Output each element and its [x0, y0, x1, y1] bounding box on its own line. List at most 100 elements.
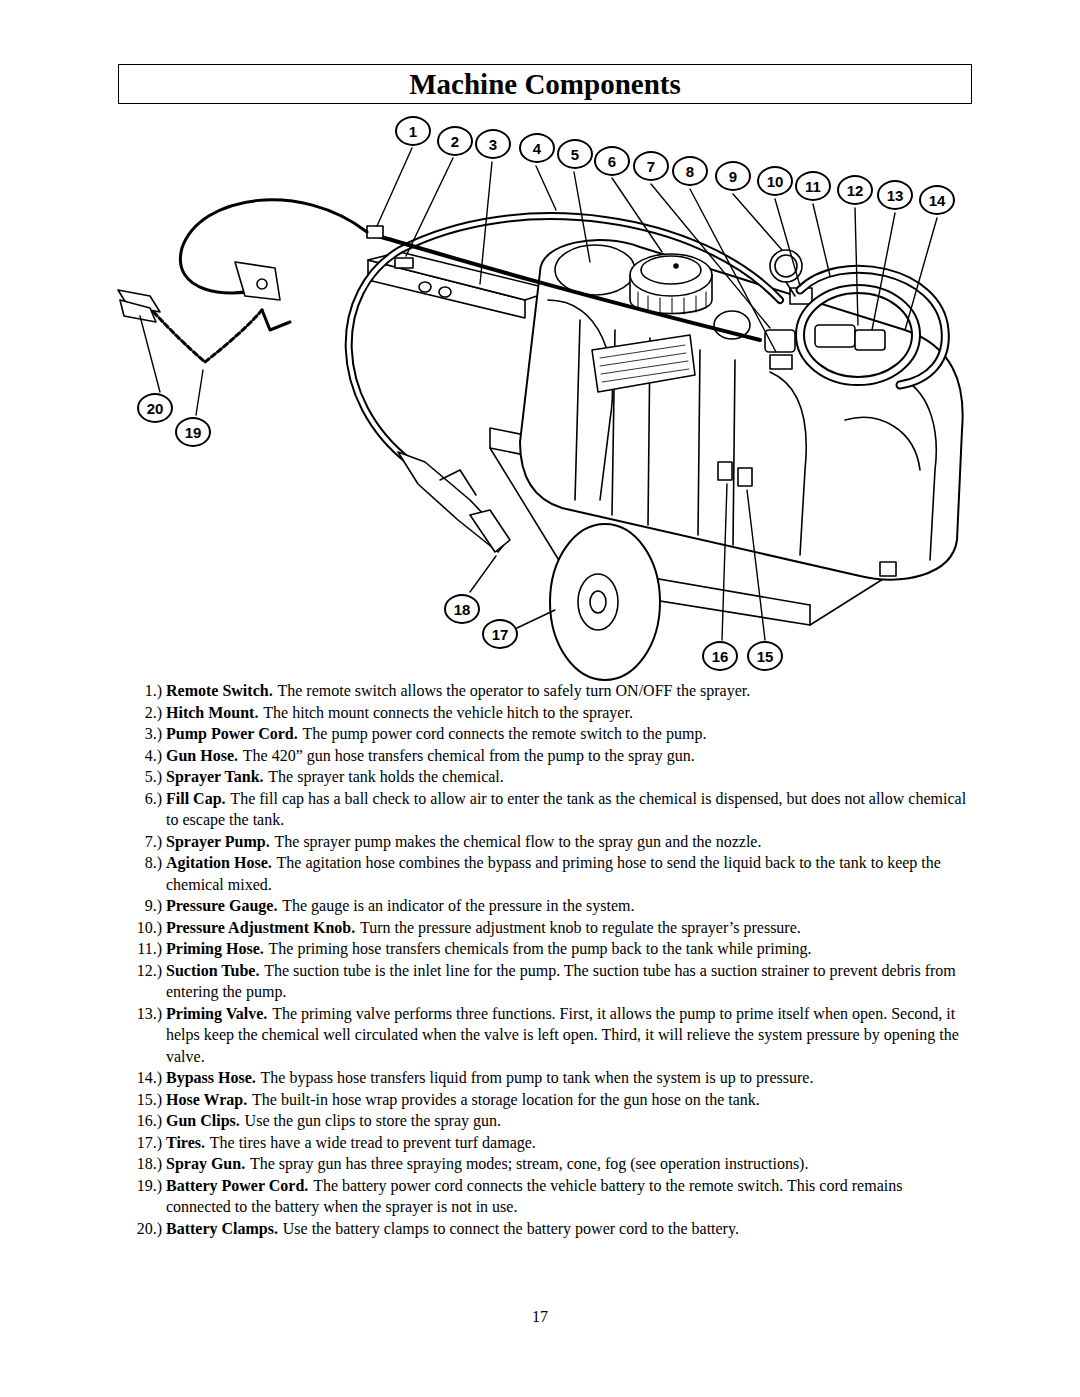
item-number: 4.) [128, 745, 166, 767]
item-body: Sprayer Pump. The sprayer pump makes the … [166, 831, 968, 853]
list-item: 11.)Priming Hose.The priming hose transf… [128, 938, 968, 960]
item-term: Pressure Adjustment Knob. [166, 919, 355, 936]
item-body: Pump Power Cord. The pump power cord conn… [166, 723, 968, 745]
item-term: Sprayer Tank. [166, 768, 264, 785]
callout-number: 12 [837, 175, 873, 205]
item-description: The spray gun has three spraying modes; … [250, 1155, 809, 1172]
list-item: 4.)Gun Hose.The 420” gun hose transfers … [128, 745, 968, 767]
item-term: Bypass Hose. [166, 1069, 256, 1086]
item-description: Turn the pressure adjustment knob to reg… [360, 919, 801, 936]
item-description: Use the battery clamps to connect the ba… [283, 1220, 739, 1237]
list-item: 10.)Pressure Adjustment Knob. Turn the pr… [128, 917, 968, 939]
item-description: Use the gun clips to store the spray gun… [245, 1112, 501, 1129]
item-body: Gun Hose.The 420” gun hose transfers che… [166, 745, 968, 767]
callout-number: 16 [702, 641, 738, 671]
callout-number: 20 [137, 393, 173, 423]
item-number: 9.) [128, 895, 166, 917]
item-body: Tires.The tires have a wide tread to pre… [166, 1132, 968, 1154]
item-term: Agitation Hose. [166, 854, 272, 871]
list-item: 3.)Pump Power Cord. The pump power cord c… [128, 723, 968, 745]
item-body: Hose Wrap.The built-in hose wrap provide… [166, 1089, 968, 1111]
item-description: The bypass hose transfers liquid from pu… [261, 1069, 814, 1086]
item-body: Sprayer Tank.The sprayer tank holds the … [166, 766, 968, 788]
callout-number: 2 [437, 126, 473, 156]
item-number: 7.) [128, 831, 166, 853]
list-item: 20.)Battery Clamps.Use the battery clamp… [128, 1218, 968, 1240]
callout-number: 11 [795, 171, 831, 201]
item-body: Bypass Hose. The bypass hose transfers li… [166, 1067, 968, 1089]
callout-number: 19 [175, 417, 211, 447]
item-term: Spray Gun. [166, 1155, 245, 1172]
item-body: Hitch Mount. The hitch mount connects the… [166, 702, 968, 724]
item-body: Spray Gun. The spray gun has three sprayi… [166, 1153, 968, 1175]
item-number: 13.) [128, 1003, 166, 1068]
item-body: Pressure Gauge. The gauge is an indicator… [166, 895, 968, 917]
item-number: 17.) [128, 1132, 166, 1154]
item-term: Sprayer Pump. [166, 833, 270, 850]
list-item: 1.)Remote Switch.The remote switch allow… [128, 680, 968, 702]
page-title: Machine Components [409, 68, 680, 101]
component-list: 1.)Remote Switch.The remote switch allow… [128, 680, 968, 1239]
item-body: Remote Switch.The remote switch allows t… [166, 680, 968, 702]
list-item: 19.)Battery Power Cord.The battery power… [128, 1175, 968, 1218]
item-number: 15.) [128, 1089, 166, 1111]
item-description: The pump power cord connects the remote … [303, 725, 707, 742]
item-term: Pressure Gauge. [166, 897, 277, 914]
item-number: 3.) [128, 723, 166, 745]
callout-number: 4 [519, 133, 555, 163]
item-description: The sprayer pump makes the chemical flow… [275, 833, 762, 850]
item-description: The agitation hose combines the bypass a… [166, 854, 941, 893]
item-term: Hose Wrap. [166, 1091, 247, 1108]
title-box: Machine Components [118, 64, 972, 104]
item-number: 2.) [128, 702, 166, 724]
item-body: Gun Clips. Use the gun clips to store the… [166, 1110, 968, 1132]
item-description: The suction tube is the inlet line for t… [166, 962, 956, 1001]
callout-number: 15 [747, 641, 783, 671]
item-body: Fill Cap.The fill cap has a ball check t… [166, 788, 968, 831]
item-body: Priming Hose.The priming hose transfers … [166, 938, 968, 960]
item-term: Remote Switch. [166, 682, 273, 699]
item-term: Battery Power Cord. [166, 1177, 308, 1194]
item-body: Priming Valve.The priming valve performs… [166, 1003, 968, 1068]
item-number: 16.) [128, 1110, 166, 1132]
list-item: 18.)Spray Gun.The spray gun has three sp… [128, 1153, 968, 1175]
item-body: Battery Clamps. Use the battery clamps to… [166, 1218, 968, 1240]
list-item: 17.)Tires.The tires have a wide tread to… [128, 1132, 968, 1154]
list-item: 14.)Bypass Hose.The bypass hose transfer… [128, 1067, 968, 1089]
item-term: Battery Clamps. [166, 1220, 278, 1237]
list-item: 12.)Suction Tube.The suction tube is the… [128, 960, 968, 1003]
list-item: 2.)Hitch Mount. The hitch mount connects … [128, 702, 968, 724]
callout-number: 5 [557, 139, 593, 169]
item-term: Priming Valve. [166, 1005, 267, 1022]
item-description: The fill cap has a ball check to allow a… [166, 790, 966, 829]
callout-number: 9 [715, 161, 751, 191]
item-number: 6.) [128, 788, 166, 831]
page-number: 17 [0, 1308, 1080, 1326]
callout-number: 17 [482, 619, 518, 649]
item-term: Pump Power Cord. [166, 725, 298, 742]
item-number: 1.) [128, 680, 166, 702]
list-item: 13.)Priming Valve.The priming valve perf… [128, 1003, 968, 1068]
item-description: The hitch mount connects the vehicle hit… [263, 704, 633, 721]
list-item: 6.)Fill Cap.The fill cap has a ball chec… [128, 788, 968, 831]
item-body: Agitation Hose.The agitation hose combin… [166, 852, 968, 895]
item-description: The priming hose transfers chemicals fro… [269, 940, 812, 957]
callout-number: 3 [475, 129, 511, 159]
callout-number: 14 [919, 185, 955, 215]
item-description: The remote switch allows the operator to… [277, 682, 750, 699]
item-number: 19.) [128, 1175, 166, 1218]
item-number: 8.) [128, 852, 166, 895]
item-term: Hitch Mount. [166, 704, 258, 721]
list-item: 7.)Sprayer Pump. The sprayer pump makes t… [128, 831, 968, 853]
list-item: 5.)Sprayer Tank.The sprayer tank holds t… [128, 766, 968, 788]
list-item: 16.)Gun Clips. Use the gun clips to store… [128, 1110, 968, 1132]
item-number: 10.) [128, 917, 166, 939]
callout-number: 8 [672, 156, 708, 186]
item-description: The gauge is an indicator of the pressur… [282, 897, 634, 914]
callout-number: 7 [633, 151, 669, 181]
list-item: 9.)Pressure Gauge. The gauge is an indica… [128, 895, 968, 917]
item-term: Gun Clips. [166, 1112, 240, 1129]
item-description: The sprayer tank holds the chemical. [268, 768, 503, 785]
item-number: 5.) [128, 766, 166, 788]
item-body: Battery Power Cord.The battery power cor… [166, 1175, 968, 1218]
